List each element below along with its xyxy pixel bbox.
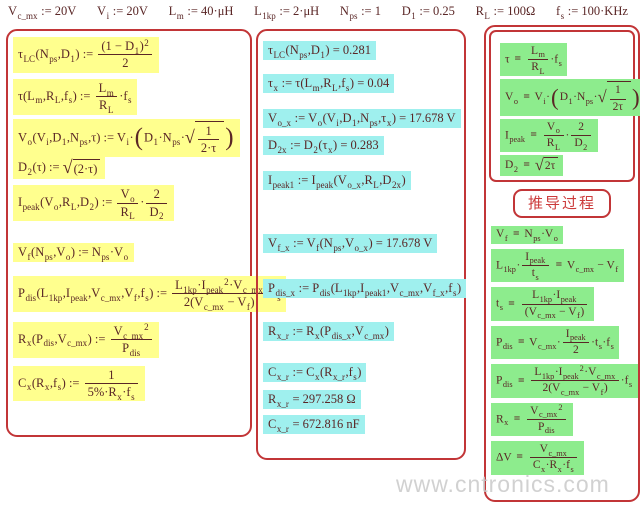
formula-highlight: Ipeak1 := Ipeak(Vo_x,RL,D2x)	[263, 171, 411, 190]
parameter: fs := 100·KHz	[555, 4, 628, 21]
formula-highlight: D2 = √2τ	[500, 155, 564, 177]
evaluation-formula: Vf_x := Vf(Nps,Vo_x) = 17.678 V	[263, 234, 464, 253]
parameter: Vi := 20V	[97, 4, 148, 21]
evaluations-column: τLC(Nps,D1) = 0.281 τx := τ(Lm,RL,fs) = 0…	[258, 31, 467, 434]
formula-highlight: Vf = Nps·Vo	[491, 226, 564, 244]
summary-formula: D2 = √2τ	[500, 155, 630, 177]
parameter: Vc_mx := 20V	[8, 4, 77, 21]
evaluation-formula: Ipeak1 := Ipeak(Vo_x,RL,D2x)	[263, 171, 464, 190]
derivation-label: 推导过程	[512, 189, 611, 219]
parameter: Nps := 1	[339, 4, 381, 21]
formula-highlight: Vf(Nps,Vo) := Nps·Vo	[13, 243, 134, 262]
derivation-formula: ts = L1kp·Ipeak(Vc_mx − Vf)	[491, 287, 638, 321]
definition-formula: D2(τ) := √(2·τ)	[13, 157, 250, 180]
evaluation-formula: Vo_x := Vo(Vi,D1,Nps,τx) = 17.678 V	[263, 109, 464, 128]
formula-highlight: Pdis(L1kp,Ipeak,Vc_mx,Vf,fs) := L1kp·Ipe…	[13, 276, 287, 312]
parameter: D1 := 0.25	[401, 4, 455, 21]
definition-formula: Vf(Nps,Vo) := Nps·Vo	[13, 243, 250, 262]
formula-highlight: τx := τ(Lm,RL,fs) = 0.04	[263, 74, 395, 93]
evaluation-formula: D2x := D2(τx) = 0.283	[263, 136, 464, 155]
formula-highlight: D2x := D2(τx) = 0.283	[263, 136, 384, 155]
formula-highlight: Cx_r := Cx(Rx_r,fs)	[263, 363, 367, 382]
evaluation-formula: Pdis_x := Pdis(L1kp,Ipeak1,Vc_mx,Vf_x,fs…	[263, 279, 467, 298]
parameter-row: Vc_mx := 20V Vi := 20V Lm := 40·μH L1kp := …	[8, 4, 628, 21]
evaluation-formula: Cx_r = 672.816 nF	[263, 415, 464, 434]
evaluation-formula: Cx_r := Cx(Rx_r,fs)	[263, 363, 464, 382]
parameter: Lm := 40·μH	[168, 4, 234, 21]
formula-highlight: Vo_x := Vo(Vi,D1,Nps,τx) = 17.678 V	[263, 109, 461, 128]
derivation-formula: Vf = Nps·Vo	[491, 226, 638, 244]
formula-highlight: D2(τ) := √(2·τ)	[13, 157, 106, 180]
evaluation-formula: τLC(Nps,D1) = 0.281	[263, 41, 464, 60]
formula-highlight: Rx_r = 297.258 Ω	[263, 390, 361, 409]
evaluation-formula: Rx_r = 297.258 Ω	[263, 390, 464, 409]
definition-formula: Pdis(L1kp,Ipeak,Vc_mx,Vf,fs) := L1kp·Ipe…	[13, 276, 287, 312]
formula-highlight: Vf_x := Vf(Nps,Vo_x) = 17.678 V	[263, 234, 438, 253]
evaluations-box: τLC(Nps,D1) = 0.281 τx := τ(Lm,RL,fs) = 0…	[256, 29, 467, 460]
formula-highlight: Rx_r := Rx(Pdis_x,Vc_mx)	[263, 322, 394, 341]
parameter: L1kp := 2·μH	[254, 4, 320, 21]
formula-highlight: Cx_r = 672.816 nF	[263, 415, 365, 434]
evaluation-formula: τx := τ(Lm,RL,fs) = 0.04	[263, 74, 464, 93]
formula-highlight: Pdis_x := Pdis(L1kp,Ipeak1,Vc_mx,Vf_x,fs…	[263, 279, 467, 298]
evaluation-formula: Rx_r := Rx(Pdis_x,Vc_mx)	[263, 322, 464, 341]
formula-highlight: τLC(Nps,D1) = 0.281	[263, 41, 377, 60]
parameter: RL := 100Ω	[475, 4, 536, 21]
formula-highlight: ts = L1kp·Ipeak(Vc_mx − Vf)	[491, 287, 595, 321]
